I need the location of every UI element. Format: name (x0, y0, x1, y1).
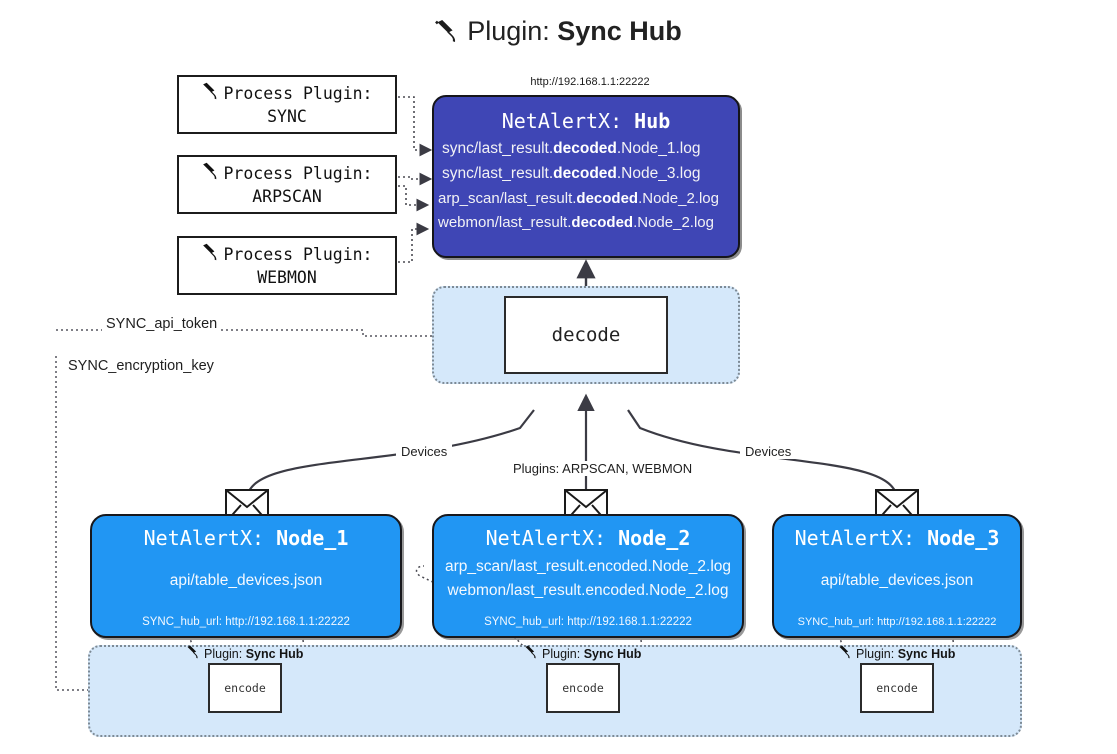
hub-title: NetAlertX: Hub (434, 109, 738, 133)
plug-icon (186, 645, 201, 662)
node-log-line: webmon/last_result.encoded.Node_2.log (447, 582, 729, 599)
node-2[interactable]: NetAlertX: Node_2 arp_scan/last_result.e… (432, 514, 744, 638)
hub-title-prefix: NetAlertX: (501, 109, 623, 133)
hub-log-line: arp_scan/last_result.decoded.Node_2.log (438, 190, 719, 207)
node-title: NetAlertX: Node_1 (143, 526, 349, 550)
hub-log-line: sync/last_result.decoded.Node_3.log (442, 165, 701, 182)
process-plugin-label: Process Plugin: (223, 164, 373, 184)
plug-icon (524, 645, 539, 662)
node-log-line: arp_scan/last_result.encoded.Node_2.log (444, 558, 732, 575)
node-title: NetAlertX: Node_3 (794, 526, 1000, 550)
process-plugin-name: SYNC (267, 106, 307, 126)
plug-icon (838, 645, 853, 662)
hub-node[interactable]: NetAlertX: Hub sync/last_result.decoded.… (432, 95, 740, 258)
sync-encryption-key-label: SYNC_encryption_key (64, 358, 218, 374)
plug-icon (435, 19, 461, 50)
plug-icon (201, 243, 221, 266)
edge-label-plugins: Plugins: ARPSCAN, WEBMON (508, 461, 698, 476)
process-plugin-label: Process Plugin: (223, 84, 373, 104)
encode-box-1[interactable]: encode (208, 663, 282, 713)
encoder-plugin-label-3: Plugin: Sync Hub (838, 645, 955, 662)
node-3[interactable]: NetAlertX: Node_3 api/table_devices.json… (772, 514, 1022, 638)
sync-api-token-label: SYNC_api_token (102, 316, 222, 332)
plug-icon (201, 162, 221, 185)
page-title-prefix: Plugin: (467, 16, 550, 46)
page-title-name: Sync Hub (557, 16, 682, 46)
process-plugin-name: WEBMON (257, 267, 317, 287)
node-hub-url: SYNC_hub_url: http://192.168.1.1:22222 (797, 616, 997, 628)
hub-title-name: Hub (634, 109, 671, 133)
page-title: Plugin: Sync Hub (0, 16, 1117, 50)
process-plugin-webmon[interactable]: Process Plugin: WEBMON (177, 236, 397, 295)
node-1[interactable]: NetAlertX: Node_1 api/table_devices.json… (90, 514, 402, 638)
encoder-plugin-label-1: Plugin: Sync Hub (186, 645, 303, 662)
encode-box-2[interactable]: encode (546, 663, 620, 713)
node-hub-url: SYNC_hub_url: http://192.168.1.1:22222 (142, 616, 350, 628)
hub-url-label: http://192.168.1.1:22222 (530, 76, 650, 88)
edge-label-devices-left: Devices (396, 444, 453, 459)
process-plugin-name: ARPSCAN (252, 186, 322, 206)
edge-label-devices-right: Devices (740, 444, 797, 459)
process-plugin-arpscan[interactable]: Process Plugin: ARPSCAN (177, 155, 397, 214)
hub-log-line: sync/last_result.decoded.Node_1.log (442, 140, 701, 157)
process-plugin-sync[interactable]: Process Plugin: SYNC (177, 75, 397, 134)
decode-box[interactable]: decode (504, 296, 668, 374)
node-log-line: api/table_devices.json (820, 572, 974, 589)
encode-box-3[interactable]: encode (860, 663, 934, 713)
hub-log-line: webmon/last_result.decoded.Node_2.log (438, 214, 714, 231)
encoder-plugin-label-2: Plugin: Sync Hub (524, 645, 641, 662)
node-title: NetAlertX: Node_2 (485, 526, 691, 550)
process-plugin-label: Process Plugin: (223, 245, 373, 265)
node-log-line: api/table_devices.json (169, 572, 323, 589)
node-hub-url: SYNC_hub_url: http://192.168.1.1:22222 (484, 616, 692, 628)
plug-icon (201, 82, 221, 105)
